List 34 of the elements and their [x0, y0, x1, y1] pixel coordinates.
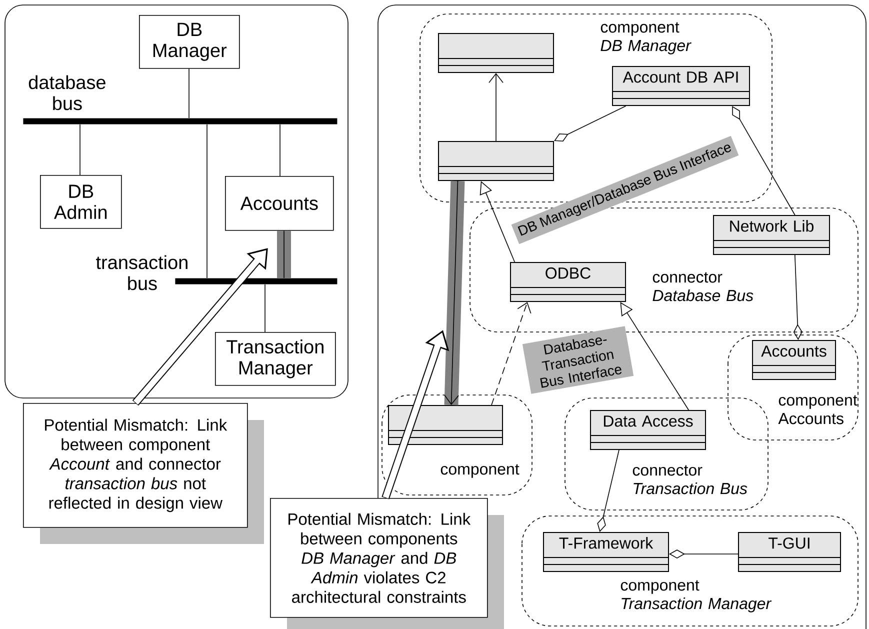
component-box: Transaction Manager [215, 332, 336, 386]
aggregation-line [793, 254, 802, 340]
class-box: Accounts [752, 340, 836, 380]
callout-box: Potential Mismatch: Link between component Account and connector transaction bus not reflected in design view [23, 403, 264, 544]
node-label: database bus [28, 75, 106, 110]
connector-line [264, 284, 266, 332]
class-box: ODBC [510, 262, 626, 302]
aggregation-line [669, 550, 738, 558]
arrow [488, 73, 504, 142]
bus-bar: database bus [23, 75, 338, 124]
interface-band: Database-Transaction Bus Interface [522, 326, 634, 394]
component-box: DB Admin [40, 175, 122, 229]
arrow [620, 302, 689, 410]
highlighted-link [277, 230, 291, 278]
class-box: Account DB API [612, 66, 750, 106]
arrow [491, 302, 532, 406]
highlighted-link [444, 180, 465, 406]
bus-bar: transaction bus [96, 255, 338, 290]
class-box: Network Lib [713, 215, 830, 255]
component-box: DB Manager [139, 15, 240, 69]
aggregation-line [597, 450, 620, 532]
connector-line [188, 68, 190, 118]
arrow [480, 181, 516, 262]
class-box: T-GUI [738, 532, 842, 572]
connector-line [206, 124, 208, 278]
class-box [438, 33, 554, 73]
class-box: Data Access [590, 410, 706, 450]
node-label: transaction bus [96, 255, 188, 290]
class-box [388, 405, 503, 445]
dashed-group: component [382, 394, 532, 496]
callout-box: Potential Mismatch: Link between components DB Manager and DB Admin violates C2 architectural constraints [270, 498, 504, 629]
class-box: T-Framework [543, 532, 669, 572]
aggregation-line [554, 106, 626, 142]
component-box: Accounts [225, 176, 334, 231]
